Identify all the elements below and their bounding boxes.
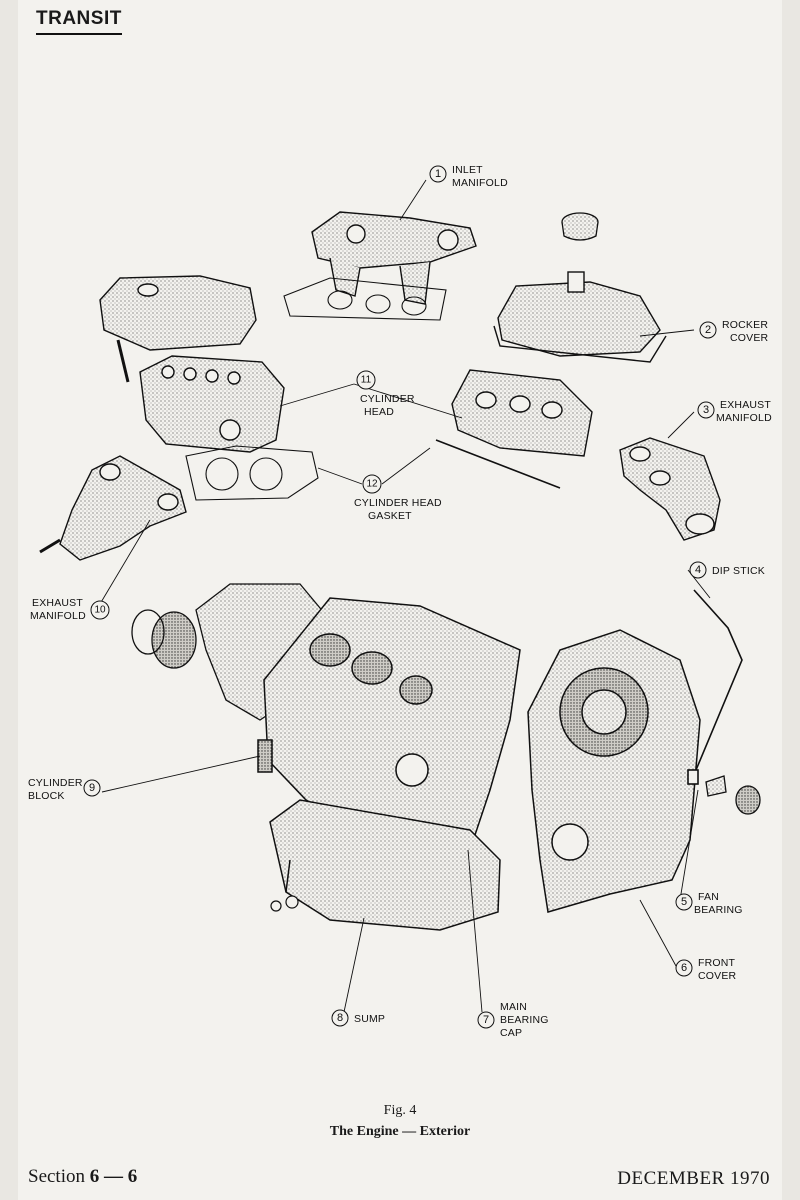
callout-markers: 1 2 3 4 5 6 7 8 9 10 11 12 [83, 165, 717, 1029]
svg-text:4: 4 [695, 564, 701, 576]
cylinder-block-part [257, 597, 521, 851]
callout-7-label-line1: MAIN [500, 1001, 527, 1013]
callout-12-label-line1: CYLINDER HEAD [354, 497, 442, 509]
callout-10-label-line2: MANIFOLD [30, 610, 86, 622]
callout-7-label-line2: BEARING [500, 1014, 549, 1026]
svg-text:8: 8 [337, 1012, 343, 1024]
callout-11-label-line2: HEAD [364, 406, 394, 418]
callout-3-label-line1: EXHAUST [720, 399, 771, 411]
section-number: 6 — 6 [89, 1166, 138, 1187]
callout-2-marker: 2 [699, 321, 717, 339]
callout-1-marker: 1 [429, 165, 447, 183]
callout-12-label-line2: GASKET [368, 510, 412, 522]
callout-5-marker: 5 [675, 893, 693, 911]
callout-7-marker: 7 [477, 1011, 495, 1029]
callout-9-marker: 9 [83, 779, 101, 797]
svg-text:9: 9 [89, 782, 95, 794]
callout-2-label-line2: COVER [730, 332, 769, 344]
callout-12-marker: 12 [362, 474, 382, 494]
inlet-manifold-gasket [283, 277, 447, 321]
svg-text:11: 11 [361, 375, 372, 386]
left-cylinder-head [139, 355, 285, 453]
callout-8-marker: 8 [331, 1009, 349, 1027]
callout-9-label-line2: BLOCK [28, 790, 65, 802]
svg-text:7: 7 [483, 1014, 489, 1026]
callout-1-label-line2: MANIFOLD [452, 177, 508, 189]
leader-lines [99, 179, 711, 1013]
svg-text:10: 10 [94, 605, 106, 616]
dip-stick-part [687, 589, 743, 785]
callout-11-label-line1: CYLINDER [360, 393, 415, 405]
engine-exploded-diagram: 1 2 3 4 5 6 7 8 9 10 11 12 INLET MANIFOL… [28, 164, 772, 1039]
section-prefix: Section [28, 1166, 90, 1187]
section-footer: Section 6 — 6 [28, 1166, 137, 1188]
callout-11-marker: 11 [356, 370, 376, 390]
callout-4-label-line1: DIP STICK [712, 565, 765, 577]
callout-labels: INLET MANIFOLD ROCKER COVER EXHAUST MANI… [28, 164, 772, 1039]
callout-6-marker: 6 [675, 959, 693, 977]
oil-filler-cap [561, 212, 599, 241]
svg-text:3: 3 [703, 404, 709, 416]
callout-1-label-line1: INLET [452, 164, 483, 176]
figure-number: Fig. 4 [383, 1103, 417, 1118]
figure-title: The Engine — Exterior [329, 1124, 471, 1139]
manual-page [18, 0, 782, 1200]
svg-text:1: 1 [435, 168, 441, 180]
right-head-gasket [435, 439, 561, 489]
svg-text:5: 5 [681, 896, 687, 908]
callout-10-label-line1: EXHAUST [32, 597, 83, 609]
head-bolt [116, 339, 130, 383]
inlet-manifold-part [311, 211, 477, 305]
fan-bearing-part [705, 775, 761, 815]
publication-date: DECEMBER 1970 [617, 1168, 770, 1189]
sump-drain-plug [270, 895, 299, 912]
left-head-gasket [185, 445, 319, 501]
front-cover-part [527, 629, 701, 913]
callout-7-label-line3: CAP [500, 1027, 522, 1039]
callout-10-marker: 10 [90, 600, 110, 620]
callout-9-label-line1: CYLINDER [28, 777, 83, 789]
sump-part [269, 799, 501, 931]
callout-3-label-line2: MANIFOLD [716, 412, 772, 424]
svg-text:6: 6 [681, 962, 687, 974]
callout-2-label-line1: ROCKER [722, 319, 768, 331]
callout-4-marker: 4 [689, 561, 707, 579]
exhaust-manifold-left [59, 455, 187, 561]
rocker-cover-part [493, 271, 667, 363]
callout-8-label-line1: SUMP [354, 1013, 385, 1025]
svg-text:12: 12 [366, 479, 378, 490]
callout-3-marker: 3 [697, 401, 715, 419]
callout-5-label-line2: BEARING [694, 904, 743, 916]
left-rocker-cover [99, 275, 257, 351]
callout-5-label-line1: FAN [698, 891, 719, 903]
manifold-stud [39, 538, 61, 554]
callout-6-label-line1: FRONT [698, 957, 736, 969]
right-cylinder-head [451, 369, 593, 457]
exhaust-manifold-right [619, 437, 721, 541]
svg-text:2: 2 [705, 324, 711, 336]
callout-6-label-line2: COVER [698, 970, 737, 982]
page-header-title: TRANSIT [36, 8, 122, 35]
